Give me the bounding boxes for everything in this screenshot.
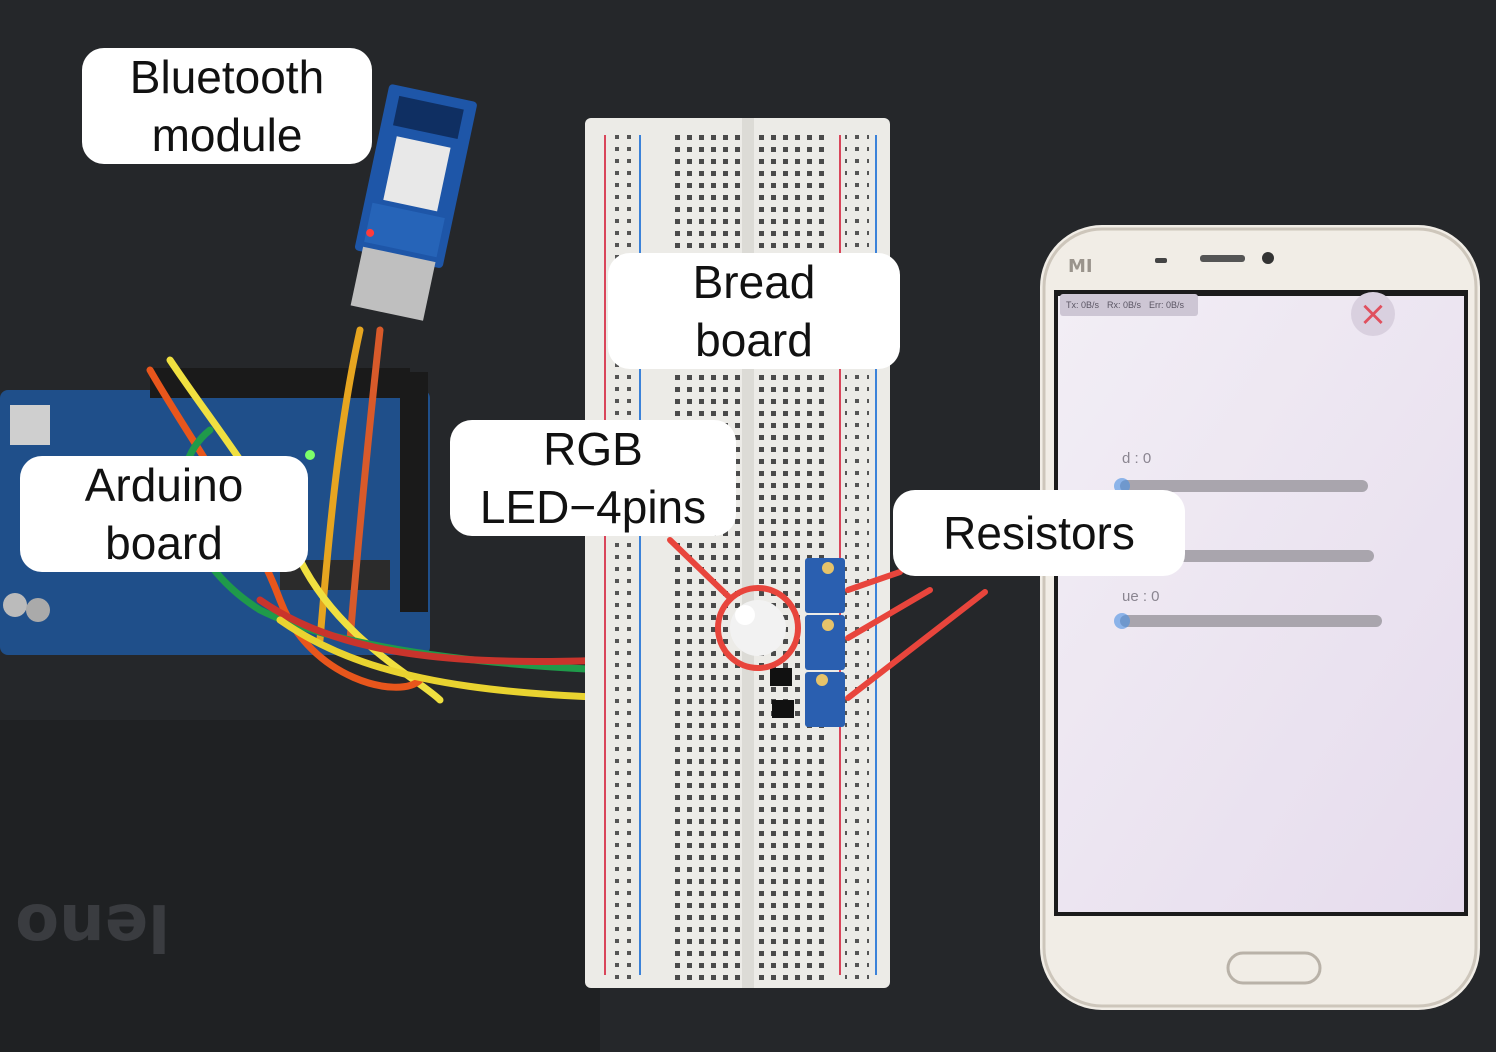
callout-resistors-text: Resistors (943, 507, 1135, 559)
smartphone (1040, 225, 1480, 1010)
callout-breadboard-line2: board (695, 314, 813, 366)
slider-label-blue: ue : 0 (1122, 588, 1160, 605)
phone-brand: MI (1068, 256, 1093, 277)
callout-arduino-line1: Arduino (84, 459, 244, 511)
callout-resistors: Resistors (893, 490, 1185, 576)
connection-status-bar: Tx: 0B/s Rx: 0B/s Err: 0B/s (1060, 294, 1198, 316)
bluetooth-module (350, 84, 477, 321)
callout-breadboard-line1: Bread (692, 256, 816, 308)
tx-rate: Tx: 0B/s (1066, 300, 1100, 310)
callout-arduino-board: Arduino board (20, 456, 308, 572)
callout-bluetooth-module: Bluetooth module (82, 48, 372, 164)
callout-bluetooth-line1: Bluetooth (129, 51, 325, 103)
callout-bluetooth-line2: module (151, 109, 303, 161)
resistors (770, 558, 845, 727)
slider-label-red: d : 0 (1122, 450, 1152, 467)
rgb-led (730, 600, 786, 656)
breadboard (585, 118, 890, 988)
rx-rate: Rx: 0B/s (1107, 300, 1142, 310)
err-rate: Err: 0B/s (1149, 300, 1185, 310)
callout-rgb-line1: RGB (543, 423, 643, 475)
callout-arduino-line2: board (105, 517, 223, 569)
callout-rgb-line2: LED−4pins (479, 481, 707, 533)
callout-breadboard: Bread board (608, 253, 900, 369)
annotation-lines (667, 537, 988, 701)
laptop-logo: leno (15, 889, 170, 963)
close-icon[interactable]: × (1351, 292, 1395, 336)
callout-rgb-led: RGB LED−4pins (450, 420, 736, 536)
